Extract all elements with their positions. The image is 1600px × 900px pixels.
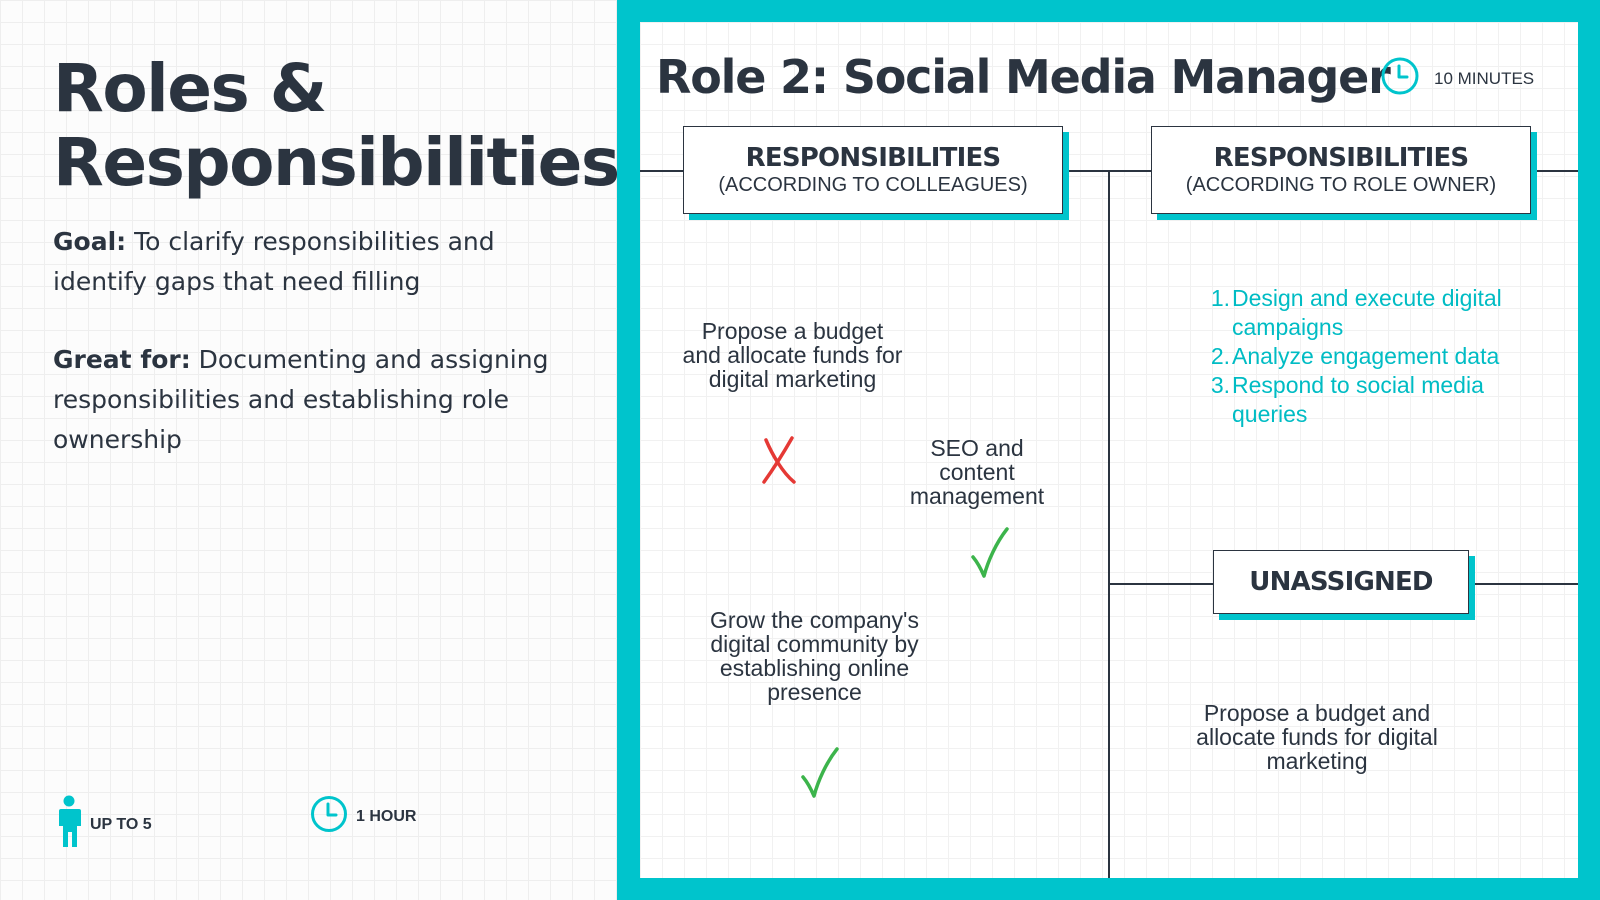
list-item-text: Analyze engagement data [1232,343,1500,369]
great-for-description: Documenting and assigning responsibiliti… [53,345,549,454]
goal-label: Goal: [53,227,127,256]
colleagues-header-subtitle: (ACCORDING TO COLLEAGUES) [718,174,1028,196]
goal-text: Goal: To clarify responsibilities and id… [53,222,573,302]
list-item: 3. Respond to social media queries [1210,371,1510,429]
list-item-text: Design and execute digital campaigns [1232,285,1502,340]
role-board: Role 2: Social Media Manager 10 MINUTES … [640,22,1578,878]
unassigned-note: Propose a budget and allocate funds for … [1196,700,1438,774]
clock-icon [1380,56,1420,101]
list-item-number: 1. [1210,285,1230,311]
title-line-1: Roles & [53,50,327,127]
column-divider-line [1108,170,1110,878]
list-item-text: Respond to social media queries [1232,372,1484,427]
unassigned-header-title: UNASSIGNED [1249,567,1433,597]
unassigned-header: UNASSIGNED [1213,550,1469,614]
role-title: Role 2: Social Media Manager [656,50,1391,104]
session-time-info: 1 HOUR [310,795,416,838]
activity-duration: 10 MINUTES [1380,56,1534,101]
participants-info: UP TO 5 [56,795,152,854]
list-item: 2. Analyze engagement data [1210,342,1510,371]
title-line-2: Responsibilities [53,124,620,201]
clock-icon [310,795,348,838]
cross-icon [758,434,800,491]
great-for-text: Great for: Documenting and assigning res… [53,340,573,460]
duration-label: 10 MINUTES [1434,68,1535,88]
page-title: Roles & Responsibilities [53,50,620,201]
list-item-number: 2. [1210,343,1230,369]
colleagues-header-title: RESPONSIBILITIES [745,143,1001,173]
session-time-label: 1 HOUR [356,807,417,825]
person-icon [56,795,82,854]
owner-header-subtitle: (ACCORDING TO ROLE OWNER) [1185,174,1497,196]
owner-header-title: RESPONSIBILITIES [1213,143,1469,173]
participants-label: UP TO 5 [90,815,152,833]
check-icon [800,747,840,804]
goal-description: To clarify responsibilities and identify… [53,227,495,296]
colleague-note-2: SEO and content management [909,435,1045,509]
colleague-note-1: Propose a budget and allocate funds for … [682,318,903,392]
colleagues-header: RESPONSIBILITIES (ACCORDING TO COLLEAGUE… [683,126,1063,214]
check-icon [970,527,1010,584]
list-item-number: 3. [1210,372,1230,398]
list-item: 1. Design and execute digital campaigns [1210,284,1510,342]
owner-responsibilities-list: 1. Design and execute digital campaigns … [1210,284,1510,429]
colleague-note-3: Grow the company's digital community by … [710,607,919,705]
owner-header: RESPONSIBILITIES (ACCORDING TO ROLE OWNE… [1151,126,1531,214]
great-for-label: Great for: [53,345,191,374]
